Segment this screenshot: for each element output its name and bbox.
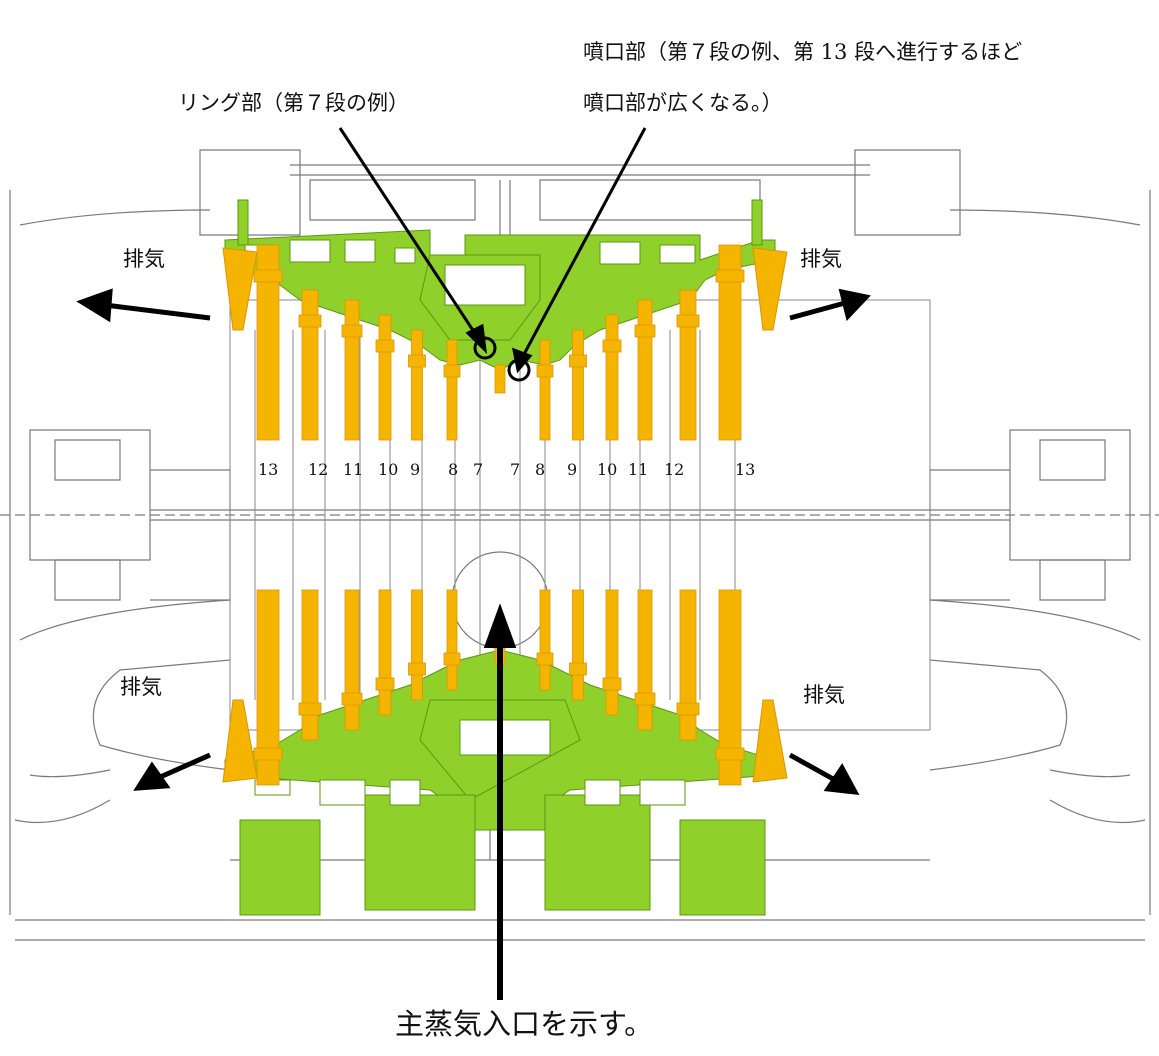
blade-upper-root-4 — [408, 354, 426, 368]
stage-number-left-9: 9 — [410, 460, 421, 479]
blade-upper-root-11 — [715, 269, 745, 283]
blade-lower-11 — [718, 589, 742, 786]
blade-upper-root-6 — [536, 364, 554, 378]
ring-section-callout: リング部（第７段の例） — [178, 91, 409, 115]
blade-upper-6 — [539, 339, 551, 441]
exhaust-arrow-bottom-right — [788, 752, 837, 783]
blade-upper-root-10 — [676, 314, 700, 328]
blade-upper-4 — [411, 329, 423, 441]
stage-number-left-12: 12 — [308, 460, 329, 479]
blade-lower-5 — [446, 589, 458, 691]
exhaust-arrow-bottom-left — [156, 752, 212, 781]
blade-upper-root-7 — [569, 354, 587, 368]
blade-upper-root-3 — [375, 339, 395, 353]
blade-lower-root-6 — [536, 652, 554, 666]
blade-upper-11 — [718, 244, 742, 441]
exhaust-arrow-top-left — [104, 302, 211, 321]
blade-lower-root-5 — [443, 652, 461, 666]
blade-lower-root-10 — [676, 702, 700, 716]
turbine-blades — [222, 244, 788, 786]
blade-lower-root-3 — [375, 677, 395, 691]
blade-lower-root-9 — [634, 692, 656, 706]
blade-lower-8 — [605, 589, 619, 716]
stage-number-left-13: 13 — [258, 460, 279, 479]
nozzle-section-callout-line2: 噴口部が広くなる。） — [583, 91, 783, 115]
blade-lower-root-1 — [298, 702, 322, 716]
blade-upper-root-2 — [341, 324, 363, 338]
blade-upper-3 — [378, 314, 392, 441]
blade-lower-root-7 — [569, 662, 587, 676]
blade-lower-root-0 — [253, 747, 283, 761]
exhaust-label-top-left: 排気 — [123, 247, 165, 271]
exhaust-label-bottom-right: 排気 — [803, 683, 845, 707]
main-steam-inlet-label: 主蒸気入口を示す。 — [395, 1007, 654, 1041]
blade-lower-root-8 — [602, 677, 622, 691]
stage-number-left-7: 7 — [473, 460, 484, 479]
blade-upper-8 — [605, 314, 619, 441]
last-stage-blade-upper-1 — [752, 247, 788, 331]
blade-lower-4 — [411, 589, 423, 701]
last-stage-blade-upper-0 — [222, 247, 258, 331]
blade-lower-10 — [679, 589, 697, 741]
exhaust-label-top-right: 排気 — [800, 247, 842, 271]
blade-lower-9 — [637, 589, 653, 731]
blade-upper-2 — [344, 299, 360, 441]
stage-number-left-8: 8 — [448, 460, 459, 479]
blade-lower-root-11 — [715, 747, 745, 761]
last-stage-blade-lower-0 — [222, 699, 258, 783]
nozzle-section-callout-line1: 噴口部（第７段の例、第 13 段へ進行するほど — [583, 40, 1023, 64]
blade-upper-root-1 — [298, 314, 322, 328]
callout-leaders — [338, 127, 647, 374]
blade-upper-1 — [301, 289, 319, 441]
blade-upper-root-5 — [443, 364, 461, 378]
blade-lower-6 — [539, 589, 551, 691]
blade-lower-1 — [301, 589, 319, 741]
stage-number-right-9: 9 — [567, 460, 578, 479]
main-steam-inlet-arrow — [483, 603, 517, 1000]
center-nozzle-upper — [494, 364, 506, 394]
stage-number-right-10: 10 — [597, 460, 618, 479]
blade-lower-3 — [378, 589, 392, 716]
blade-upper-9 — [637, 299, 653, 441]
blade-lower-root-4 — [408, 662, 426, 676]
exhaust-label-bottom-left: 排気 — [120, 675, 162, 699]
blade-upper-root-8 — [602, 339, 622, 353]
stage-number-right-13: 13 — [735, 460, 756, 479]
stage-number-left-10: 10 — [378, 460, 399, 479]
blade-lower-0 — [256, 589, 280, 786]
blade-upper-root-9 — [634, 324, 656, 338]
exhaust-arrow-top-right — [789, 300, 846, 321]
blade-lower-7 — [572, 589, 584, 701]
stage-number-right-11: 11 — [628, 460, 649, 479]
blade-upper-5 — [446, 339, 458, 441]
stage-number-right-7: 7 — [510, 460, 521, 479]
stage-number-right-8: 8 — [535, 460, 546, 479]
blade-upper-10 — [679, 289, 697, 441]
exhaust-arrows — [76, 288, 871, 796]
blade-upper-7 — [572, 329, 584, 441]
blade-lower-2 — [344, 589, 360, 731]
blade-upper-root-0 — [253, 269, 283, 283]
blade-upper-0 — [256, 244, 280, 441]
stage-number-left-11: 11 — [343, 460, 364, 479]
blade-lower-root-2 — [341, 692, 363, 706]
last-stage-blade-lower-1 — [752, 699, 788, 783]
stage-number-right-12: 12 — [664, 460, 685, 479]
